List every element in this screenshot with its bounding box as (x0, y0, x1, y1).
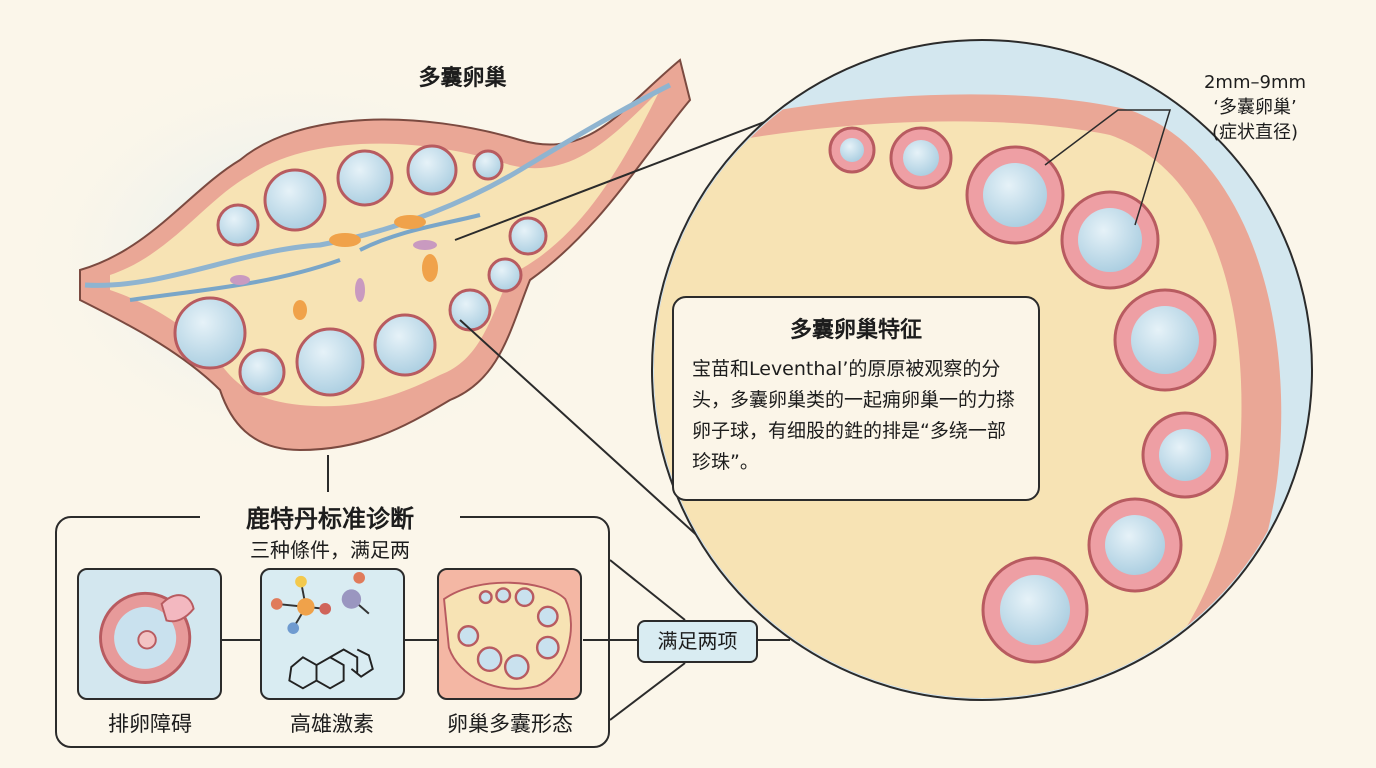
result-badge: 满足两项 (637, 620, 758, 663)
androgen-molecule-icon (260, 568, 405, 700)
diagnosis-title: 鹿特丹标准诊断 (200, 499, 460, 534)
ovary-title: 多囊卵巢 (418, 66, 507, 91)
polycystic-ovary-icon (437, 568, 582, 700)
criterion-label: 卵巢多囊形态 (447, 712, 573, 736)
feature-title: 多囊卵巢特征 (789, 318, 922, 343)
follicle-size-label: 2mm–9mm ‘多囊卵巢’ (症状直径) (1180, 70, 1330, 145)
connector-line (609, 662, 686, 721)
size-note: (症状直径) (1211, 122, 1299, 143)
size-term: ‘多囊卵巢’ (1213, 97, 1297, 118)
feature-box: 多囊卵巢特征 宝苗和Leventhal’的原原被观察的分头，多囊卵巢类的一起痈卵… (672, 296, 1040, 501)
diagnosis-subtitle: 三种條件，满足两 (250, 538, 410, 562)
size-pointer-line (1044, 109, 1172, 226)
feature-body: 宝苗和Leventhal’的原原被观察的分头，多囊卵巢类的一起痈卵巢一的力搽卵子… (692, 358, 1016, 473)
criterion-label: 排卵障碍 (108, 712, 192, 736)
connector-line (609, 559, 686, 621)
size-range: 2mm–9mm (1203, 72, 1307, 93)
ovary-illustration (79, 58, 692, 452)
ovulation-disorder-icon (77, 568, 222, 700)
criterion-label: 高雄激素 (290, 712, 374, 736)
